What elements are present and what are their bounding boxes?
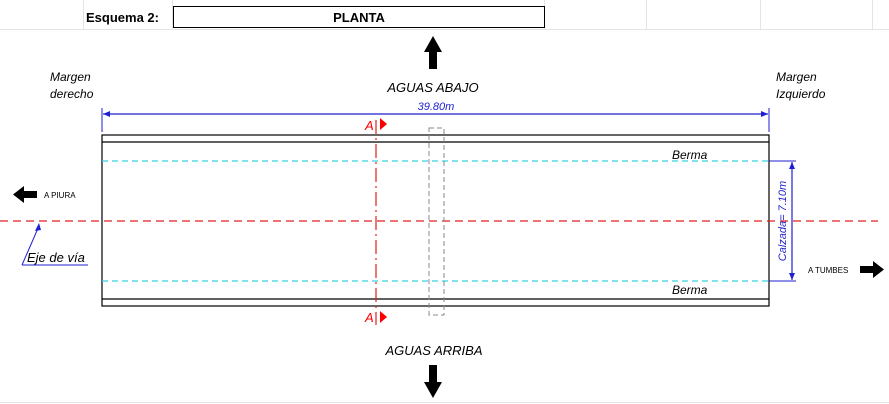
right-direction-label: A TUMBES [808,266,848,275]
roadway-dimension [769,160,796,282]
berma-top-label: Berma [672,148,708,162]
margin-right-line2: Izquierdo [776,87,826,101]
schema-label: Esquema 2: [86,10,159,25]
margin-left-line2: derecho [50,87,94,101]
section-marker-top-icon [380,118,387,130]
roadway-dimension-label: Calzada= 7.10m [777,181,789,261]
berma-lines [102,160,769,282]
schema-title: PLANTA [333,9,385,25]
width-dimension [101,108,770,132]
deck-outline [101,134,770,307]
section-label-top: A [364,118,374,133]
left-direction-arrow-icon [13,186,37,203]
downstream-label: AGUAS ARRIBA [384,343,482,358]
upstream-label: AGUAS ABAJO [386,80,478,95]
section-label-bottom: A [364,310,374,325]
margin-right-line1: Margen [776,70,817,84]
pier-outline [428,127,445,316]
up-arrow-icon [424,36,442,69]
right-direction-arrow-icon [860,261,884,278]
axis-label: Eje de vía [27,250,85,265]
berma-bottom-label: Berma [672,283,708,297]
axis-label-leader [21,223,88,266]
down-arrow-icon [424,365,442,398]
margin-left-line1: Margen [50,70,91,84]
left-direction-label: A PIURA [44,191,76,200]
section-marker-bottom-icon [380,311,387,323]
schema-title-cell[interactable]: PLANTA [173,6,545,28]
width-dimension-label: 39.80m [418,101,455,113]
